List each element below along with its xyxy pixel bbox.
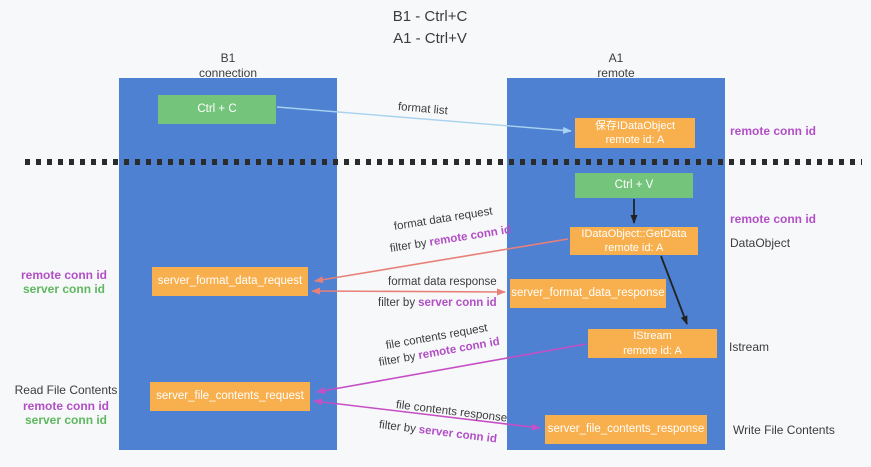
annotation-write-file-contents: Write File Contents xyxy=(733,423,835,437)
node-ctrl-v-label: Ctrl + V xyxy=(614,179,654,192)
session-divider-dashed-line xyxy=(25,159,862,165)
node-save-idataobject-line1: 保存IDataObject xyxy=(594,119,676,132)
diagram-title: B1 - Ctrl+C A1 - Ctrl+V xyxy=(0,6,860,50)
node-istream: IStream remote id: A xyxy=(588,329,717,358)
format-data-response-label: format data response xyxy=(388,276,497,288)
node-format-response-label: server_format_data_response xyxy=(511,287,665,300)
lifeline-header-a1: A1 remote xyxy=(507,51,725,81)
node-file-request-label: server_file_contents_request xyxy=(156,390,304,403)
filter-by-prefix: filter by xyxy=(378,297,416,309)
annotation-left-remote-conn-id-1: remote conn id xyxy=(20,268,107,282)
node-ctrl-c: Ctrl + C xyxy=(158,95,276,124)
node-save-idataobject: 保存IDataObject remote id: A xyxy=(575,118,695,148)
node-server-format-data-request: server_format_data_request xyxy=(152,267,308,296)
lifeline-a1-subtitle: remote xyxy=(597,66,635,80)
node-istream-line1: IStream xyxy=(633,330,672,343)
node-save-idataobject-line2: remote id: A xyxy=(605,134,665,146)
annotation-read-file-contents: Read File Contents xyxy=(14,383,118,397)
file-contents-response-label: file contents response xyxy=(395,399,508,425)
annotation-left-server-conn-id-2: server conn id xyxy=(24,413,108,427)
remote-conn-id-highlight: remote conn id xyxy=(428,223,512,249)
annotation-left-read-file-block: Read File Contents remote conn id server… xyxy=(14,383,118,427)
format-list-label: format list xyxy=(397,101,449,118)
server-conn-id-highlight: server conn id xyxy=(418,423,498,446)
annotation-dataobject: DataObject xyxy=(730,236,791,250)
node-format-request-label: server_format_data_request xyxy=(157,275,303,288)
annotation-left-remote-conn-id-2: remote conn id xyxy=(22,399,109,413)
server-conn-id-highlight: server conn id xyxy=(418,297,497,309)
lifeline-b1-name: B1 xyxy=(220,51,236,65)
format-data-response-arrow xyxy=(311,287,506,296)
annotation-left-server-conn-id-1: server conn id xyxy=(22,282,106,296)
lifeline-header-b1: B1 connection xyxy=(119,51,337,81)
node-server-file-contents-request: server_file_contents_request xyxy=(150,382,310,411)
node-ctrl-c-label: Ctrl + C xyxy=(197,103,237,116)
node-istream-line2: remote id: A xyxy=(623,344,682,357)
filter-by-prefix: filter by xyxy=(389,237,428,255)
lifeline-a1-name: A1 xyxy=(608,51,624,65)
annotation-istream: Istream xyxy=(729,340,770,354)
lifeline-b1-subtitle: connection xyxy=(198,66,258,80)
filter-by-prefix: filter by xyxy=(377,350,417,369)
diagram-title-line1: B1 - Ctrl+C xyxy=(392,8,468,25)
annotation-remote-conn-id-top: remote conn id xyxy=(730,124,817,138)
node-server-file-contents-response: server_file_contents_response xyxy=(545,415,707,444)
node-ctrl-v: Ctrl + V xyxy=(575,173,693,198)
node-server-format-data-response: server_format_data_response xyxy=(510,279,666,308)
node-idataobject-getdata: IDataObject::GetData remote id: A xyxy=(570,227,698,255)
node-file-response-label: server_file_contents_response xyxy=(547,423,705,436)
annotation-left-conn-ids-1: remote conn id server conn id xyxy=(14,268,114,296)
filter-by-prefix: filter by xyxy=(378,419,417,436)
diagram-title-line2: A1 - Ctrl+V xyxy=(393,29,467,47)
node-getdata-line1: IDataObject::GetData xyxy=(581,227,687,240)
annotation-remote-conn-id-mid: remote conn id xyxy=(730,212,817,226)
node-getdata-line2: remote id: A xyxy=(604,242,664,254)
